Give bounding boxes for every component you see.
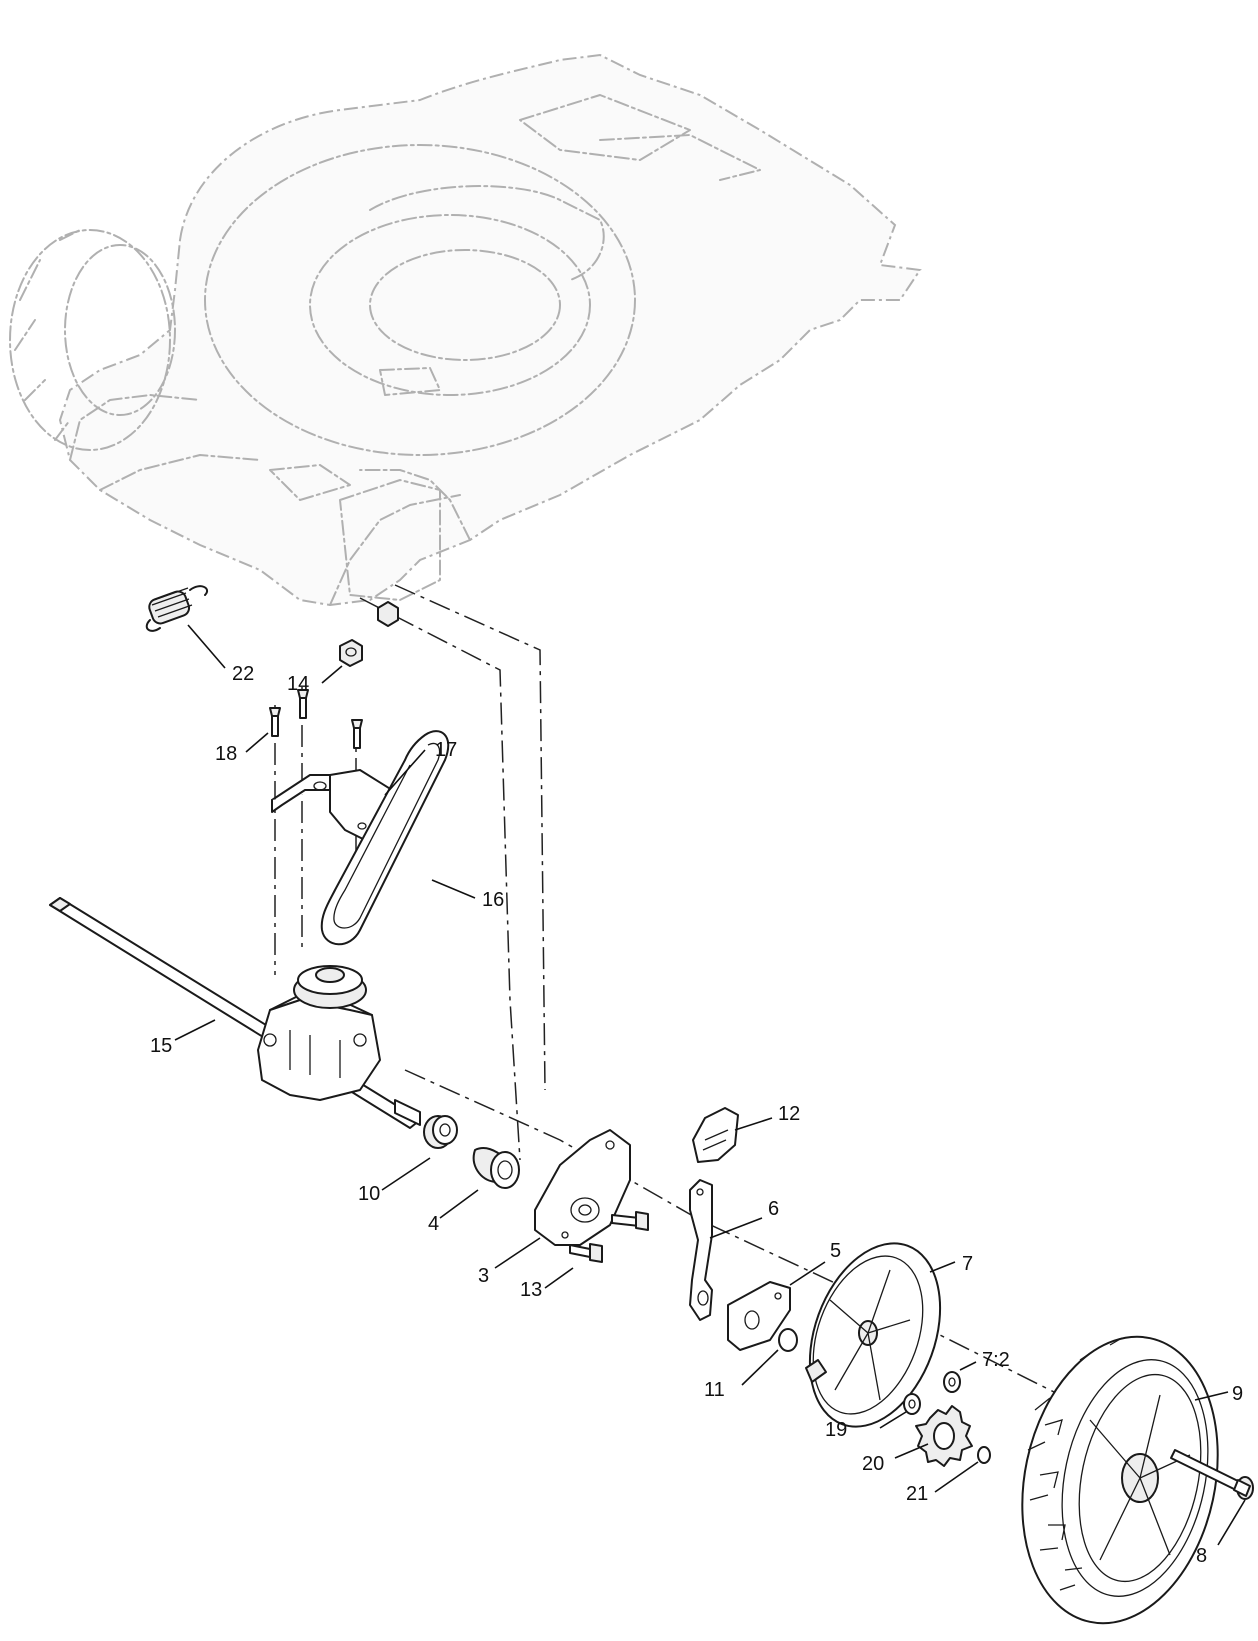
callout-3: 3 xyxy=(478,1265,489,1287)
callout-4: 4 xyxy=(428,1213,439,1235)
callout-20: 20 xyxy=(862,1453,884,1475)
callout-17: 17 xyxy=(435,739,457,761)
part-5-adjuster xyxy=(727,1281,791,1351)
deck-nut xyxy=(377,601,399,627)
callout-7-2: 7:2 xyxy=(982,1349,1010,1371)
ghost-deck-bracket xyxy=(339,479,441,601)
part-20-gear xyxy=(915,1405,973,1467)
part-22-spring xyxy=(145,585,209,632)
part-9-wheel xyxy=(1021,1335,1219,1625)
part-14-nut xyxy=(339,639,363,667)
part-10-bushing xyxy=(423,1115,458,1149)
callout-11: 11 xyxy=(704,1379,725,1401)
callout-9: 9 xyxy=(1232,1383,1243,1405)
callout-leaders xyxy=(174,624,1246,1546)
callout-13: 13 xyxy=(520,1279,542,1301)
part-18-screws xyxy=(269,689,363,749)
part-6-lever xyxy=(689,1179,713,1321)
mower-deck-outline xyxy=(58,53,922,607)
callout-19: 19 xyxy=(825,1419,847,1441)
callout-labels: 22 14 18 17 16 15 10 4 3 13 12 6 5 7 7:2… xyxy=(150,663,1243,1567)
assembly-lines xyxy=(274,584,1176,1451)
part-19-washer xyxy=(903,1393,921,1415)
part-13-bolts xyxy=(569,1211,649,1263)
transmission xyxy=(257,965,381,1101)
part-21-clip xyxy=(977,1446,991,1464)
callout-10: 10 xyxy=(358,1183,380,1205)
callout-21: 21 xyxy=(906,1483,928,1505)
part-4-bearing xyxy=(472,1147,520,1189)
part-8-bolt xyxy=(1170,1449,1254,1500)
callout-5: 5 xyxy=(830,1240,841,1262)
callout-6: 6 xyxy=(768,1198,779,1220)
ghost-rear-wheel xyxy=(9,229,176,451)
part-16-belt xyxy=(320,730,450,946)
callout-22: 22 xyxy=(232,663,254,685)
part-7-2-washer xyxy=(943,1371,961,1393)
callout-15: 15 xyxy=(150,1035,172,1057)
part-11-clip xyxy=(778,1328,798,1352)
callout-12: 12 xyxy=(778,1103,800,1125)
callout-16: 16 xyxy=(482,889,504,911)
callout-14: 14 xyxy=(287,673,309,695)
part-3-plate xyxy=(534,1129,631,1246)
callout-8: 8 xyxy=(1196,1545,1207,1567)
part-7-hub-cover xyxy=(805,1242,942,1428)
callout-7: 7 xyxy=(962,1253,973,1275)
part-12-cap xyxy=(692,1107,739,1163)
callout-18: 18 xyxy=(215,743,237,765)
